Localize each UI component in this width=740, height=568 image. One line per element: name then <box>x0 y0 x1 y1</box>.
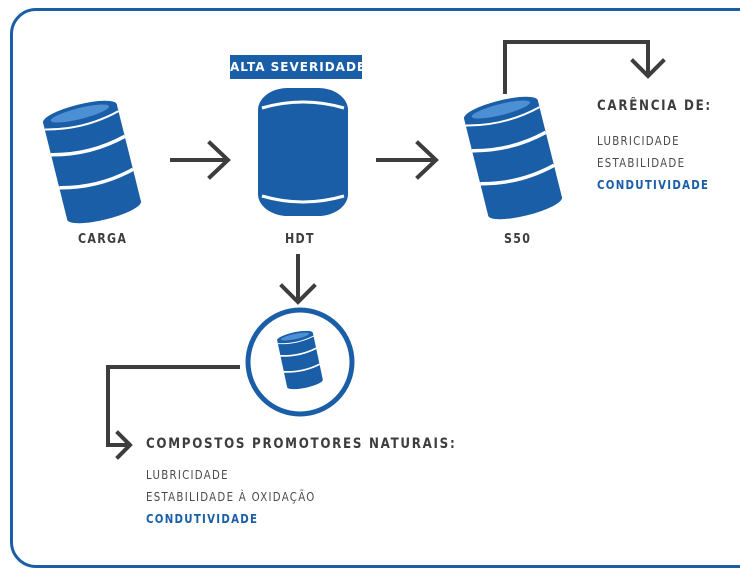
carencia-title: CARÊNCIA DE: <box>597 98 712 114</box>
arrow-icon-hdt-s50 <box>376 140 439 180</box>
arrow-icon-s50-carencia <box>503 40 666 94</box>
node-label-carga: CARGA <box>78 232 128 247</box>
vessel-icon-hdt <box>258 88 348 216</box>
node-label-s50: S50 <box>504 232 532 247</box>
barrel-icon-s50 <box>460 89 566 227</box>
arrow-icon-compostos <box>106 365 240 460</box>
diagram-canvas <box>39 40 666 460</box>
carencia-item-lubricidade: LUBRICIDADE <box>597 134 680 148</box>
carencia-item-estabilidade: ESTABILIDADE <box>597 156 686 170</box>
carencia-item-condutividade: CONDUTIVIDADE <box>597 178 710 192</box>
barrel-icon-carga <box>39 93 145 231</box>
arrow-icon-hdt-down <box>279 254 317 305</box>
compostos-item-lubricidade: LUBRICIDADE <box>146 468 229 482</box>
node-label-hdt: HDT <box>285 232 315 247</box>
compostos-item-condutividade: CONDUTIVIDADE <box>146 512 259 526</box>
alta-severidade-badge: ALTA SEVERIDADE <box>230 55 365 79</box>
arrow-icon-carga-hdt <box>170 140 231 180</box>
compostos-item-estabilidade: ESTABILIDADE À OXIDAÇÃO <box>146 490 316 504</box>
barrel-icon-compostos <box>245 307 355 417</box>
compostos-title: COMPOSTOS PROMOTORES NATURAIS: <box>146 436 457 452</box>
